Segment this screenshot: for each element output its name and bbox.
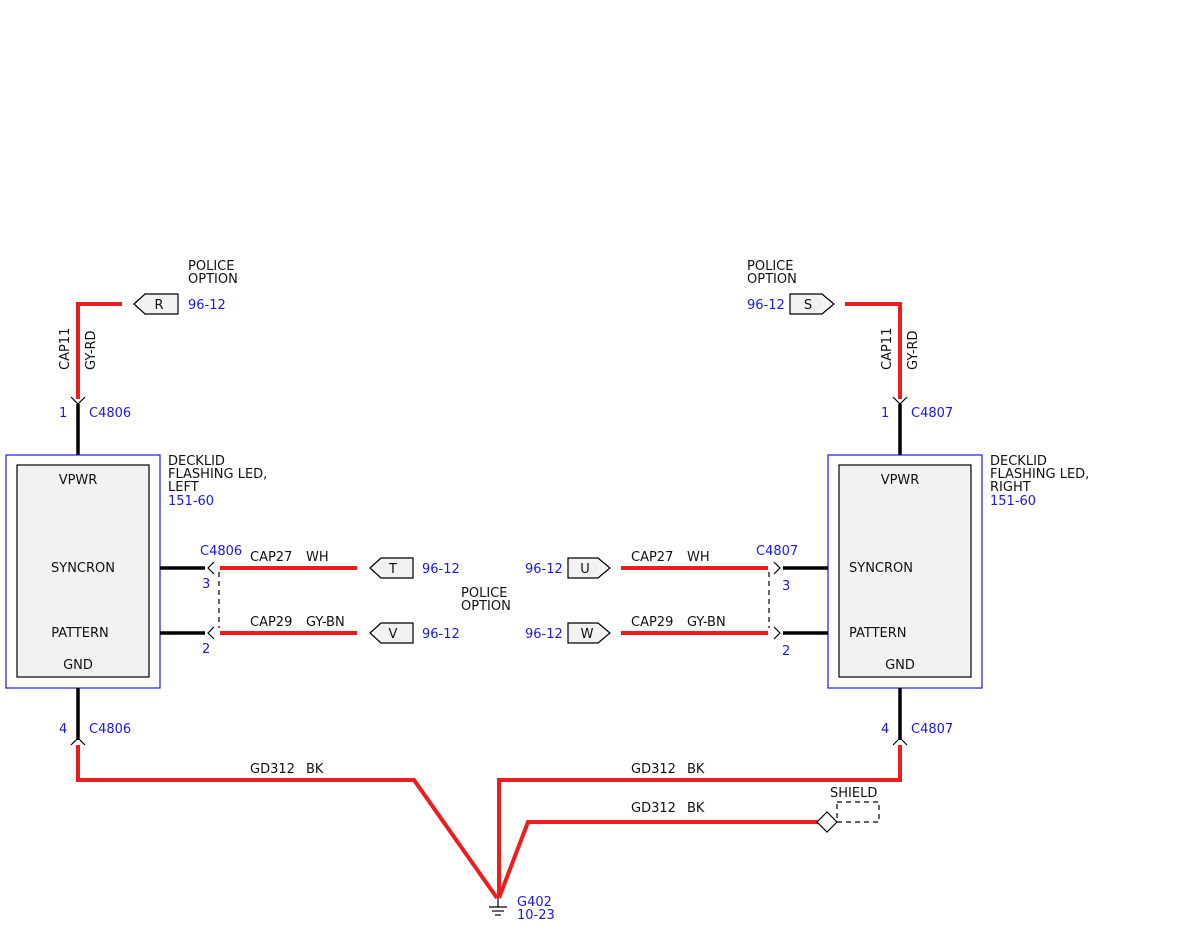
right-flag-w-label: W [581,627,594,642]
left-flag-t [369,557,414,579]
right-flag-w [567,622,611,644]
right-pin-pattern: PATTERN [849,626,907,641]
left-flag-t-label: T [388,562,397,577]
shield-gd312-wire [497,820,820,899]
left-pattern-circuit: CAP29 [250,615,292,630]
left-component-name-3: LEFT [168,480,199,495]
left-pin-pattern: PATTERN [51,626,109,641]
left-flag-r [133,293,179,315]
left-component-outline [5,454,161,689]
right-flag-u-label: U [580,562,590,577]
left-pin-gnd: GND [63,658,93,673]
right-pin4-connector: C4807 [911,722,953,737]
left-cap-color: GY-RD [84,330,99,370]
right-component-name-2: FLASHING LED, [990,467,1089,482]
center-option-line1: POLICE [461,586,507,601]
left-component-name-2: FLASHING LED, [168,467,267,482]
left-sync-color: WH [306,550,329,565]
shield-label: SHIELD [830,786,877,801]
right-flag-s-label: S [804,298,812,313]
left-flag-v-label: V [389,627,398,642]
left-sync-connector: C4806 [200,544,242,559]
right-component-name-1: DECKLID [990,454,1047,469]
left-option-line1: POLICE [188,259,234,274]
left-pin-vpwr: VPWR [59,473,98,488]
right-gd312-wire [497,745,902,898]
right-flag-s-ref: 96-12 [747,298,785,313]
right-pin4-terminal-icon [892,737,908,746]
left-pin4-number: 4 [59,722,67,737]
shield-color: BK [687,801,705,816]
right-pin-syncron: SYNCRON [849,561,913,576]
right-cap11-wire [845,302,902,399]
right-flag-u [567,557,611,579]
left-sync-terminal-icon [207,561,215,575]
left-component-ref: 151-60 [168,494,214,509]
left-gnd-color: BK [306,762,324,777]
right-pattern-pin: 2 [782,644,790,659]
center-option-line2: OPTION [461,599,511,614]
right-gnd-circuit: GD312 [631,762,676,777]
left-gnd-circuit: GD312 [250,762,295,777]
right-component-name-3: RIGHT [990,480,1031,495]
right-sync-color: WH [687,550,710,565]
right-cap-circuit: CAP11 [880,328,895,370]
left-pattern-pin: 2 [202,642,210,657]
left-pin4-terminal-icon [70,737,86,746]
left-pattern-color: GY-BN [306,615,345,630]
right-pin-gnd: GND [885,658,915,673]
left-component-name-1: DECKLID [168,454,225,469]
left-flag-v [369,622,414,644]
right-option-line1: POLICE [747,259,793,274]
left-flag-t-ref: 96-12 [422,562,460,577]
left-gd312-wire [76,745,499,900]
right-component-outline [827,454,983,689]
left-pin1-number: 1 [59,406,67,421]
right-pin-vpwr: VPWR [881,473,920,488]
left-sync-pin: 3 [202,577,210,592]
left-pin4-connector: C4806 [89,722,131,737]
right-sync-connector: C4807 [756,544,798,559]
right-pin1-connector: C4807 [911,406,953,421]
left-flag-r-label: R [154,298,163,313]
right-component-ref: 151-60 [990,494,1036,509]
ground-ref: 10-23 [517,908,555,923]
left-flag-r-ref: 96-12 [188,298,226,313]
left-pin-syncron: SYNCRON [51,561,115,576]
right-option-line2: OPTION [747,272,797,287]
left-flag-v-ref: 96-12 [422,627,460,642]
right-cap-color: GY-RD [906,330,921,370]
shield-box [836,801,880,823]
left-option-line2: OPTION [188,272,238,287]
right-flag-u-ref: 96-12 [525,562,563,577]
right-sync-pin: 3 [782,579,790,594]
right-pattern-terminal-icon [773,626,781,640]
right-pattern-circuit: CAP29 [631,615,673,630]
right-gnd-color: BK [687,762,705,777]
right-component-body [838,464,972,678]
right-sync-terminal-icon [773,561,781,575]
left-component-body [16,464,150,678]
left-pattern-terminal-icon [207,626,215,640]
right-pin1-number: 1 [881,406,889,421]
right-sync-circuit: CAP27 [631,550,673,565]
left-sync-circuit: CAP27 [250,550,292,565]
shield-circuit: GD312 [631,801,676,816]
left-cap11-wire [76,302,122,399]
left-cap-circuit: CAP11 [58,328,73,370]
right-pin4-number: 4 [881,722,889,737]
left-pin1-connector: C4806 [89,406,131,421]
right-pattern-color: GY-BN [687,615,726,630]
right-flag-s [789,293,835,315]
ground-name: G402 [517,895,552,910]
shield-diamond-icon [816,811,838,833]
right-flag-w-ref: 96-12 [525,627,563,642]
